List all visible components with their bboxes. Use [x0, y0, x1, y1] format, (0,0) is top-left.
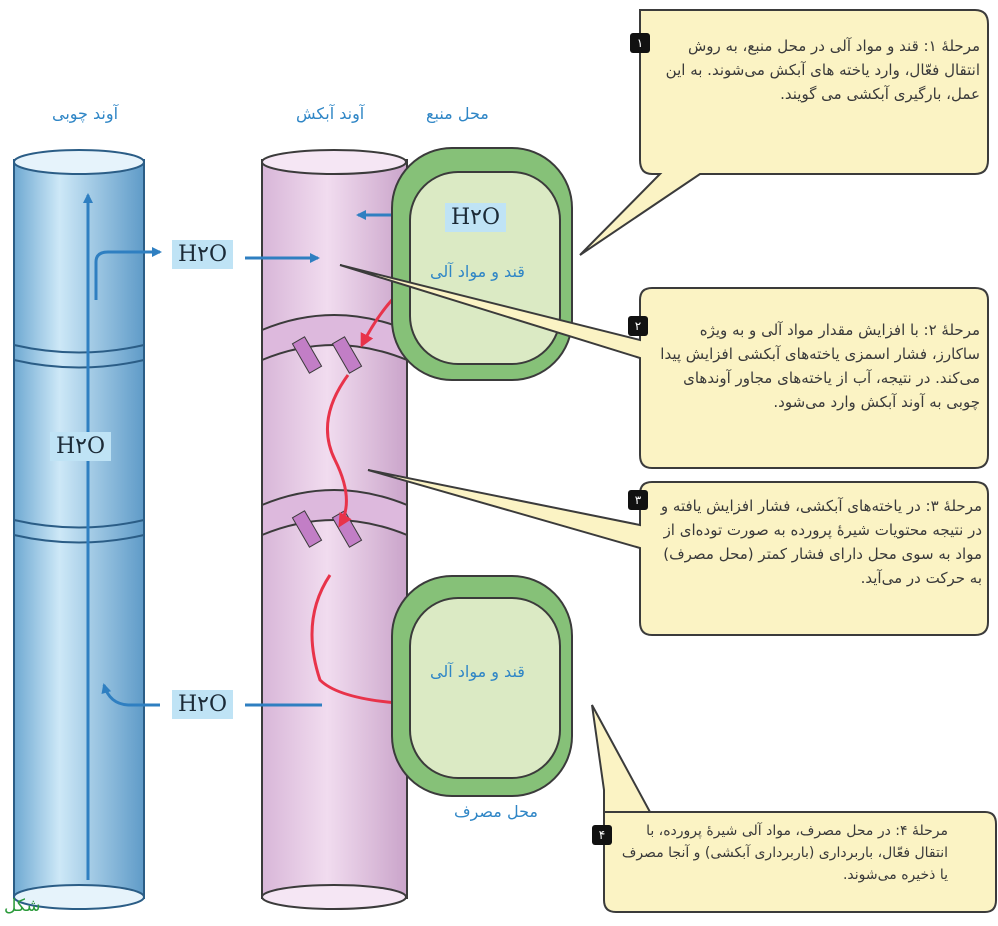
step-3-text: مرحلهٔ ۳: در یاخته‌های آبکشی، فشار افزای…	[660, 497, 982, 587]
h2o-bottom: H۲O	[172, 690, 234, 719]
h2o-xylem: H۲O	[50, 432, 112, 461]
callout-1-bubble	[579, 9, 989, 256]
sink-label: محل مصرف	[454, 802, 538, 821]
sink-cell	[391, 575, 573, 797]
step-1-number: ۱	[630, 33, 650, 53]
xylem-label: آوند چوبی	[52, 104, 119, 123]
h2o-source: H۲O	[445, 203, 507, 232]
sugar-label-bottom: قند و مواد آلی	[430, 662, 525, 681]
step-1-text: مرحلهٔ ۱: قند و مواد آلی در محل منبع، به…	[665, 37, 980, 103]
sugar-label-top: قند و مواد آلی	[430, 262, 525, 281]
phloem-tube	[245, 149, 453, 910]
callout-3-bubble	[367, 469, 989, 636]
step-4-number: ۴	[592, 825, 612, 845]
step-2-text: مرحلهٔ ۲: با افزایش مقدار مواد آلی و به …	[660, 321, 980, 411]
callout-4-bubble	[591, 704, 997, 913]
phloem-label: آوند آبکش	[296, 104, 365, 123]
callout-2-bubble	[339, 264, 989, 469]
figure-label: شکل	[4, 896, 41, 916]
source-label: محل منبع	[426, 104, 489, 123]
step-4-text: مرحلهٔ ۴: در محل مصرف، مواد آلی شیرهٔ پر…	[621, 823, 948, 883]
step-3-number: ۳	[628, 490, 648, 510]
h2o-mid: H۲O	[172, 240, 234, 269]
step-2-number: ۲	[628, 316, 648, 336]
xylem-vessel	[13, 149, 162, 910]
